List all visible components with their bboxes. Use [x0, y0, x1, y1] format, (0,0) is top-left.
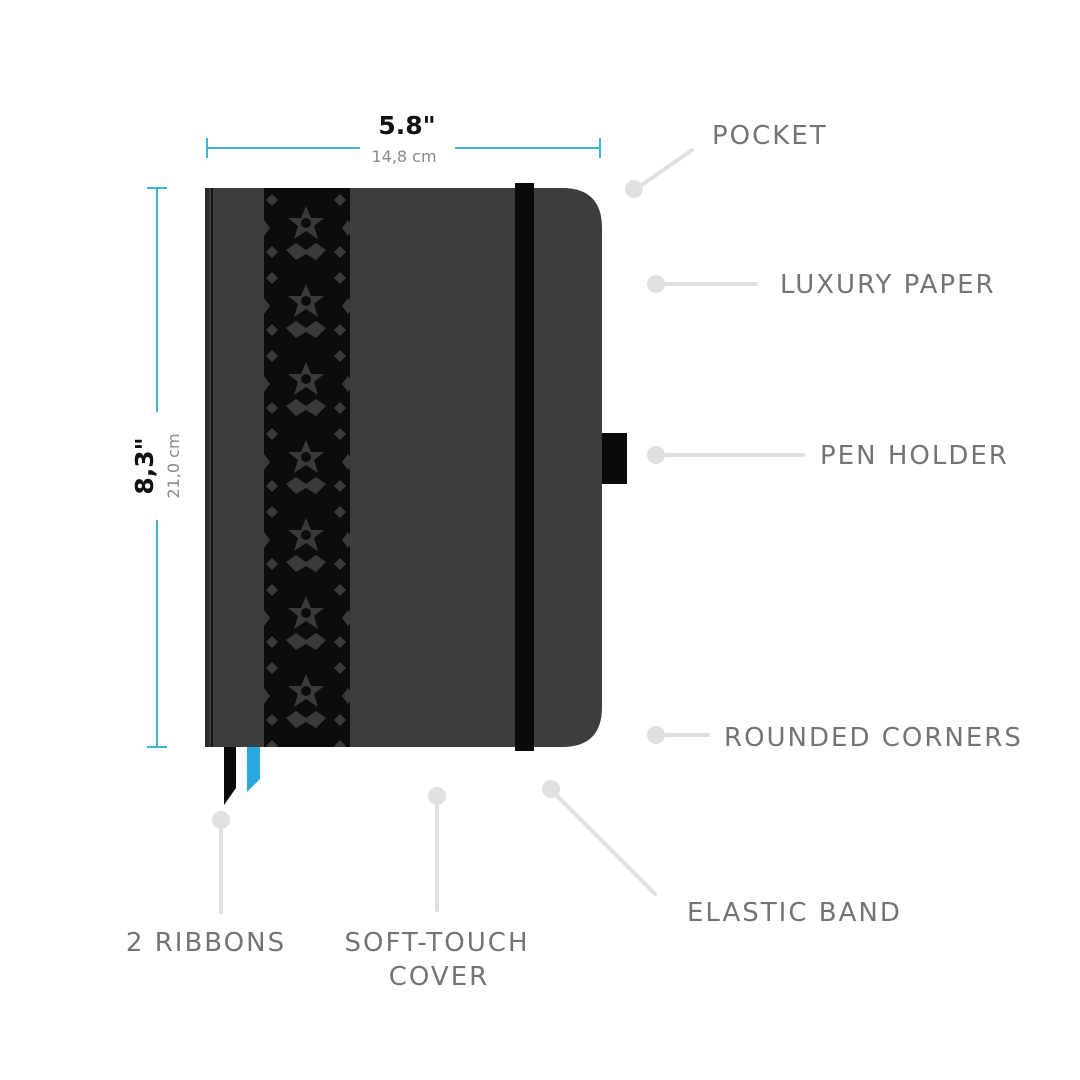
width-inches: 5.8"	[378, 111, 435, 140]
soft-touch-label-line2: COVER	[389, 962, 489, 992]
height-dimension: 8,3" 21,0 cm	[130, 187, 183, 748]
pocket-label: POCKET	[712, 121, 828, 151]
ribbons-label: 2 RIBBONS	[126, 928, 286, 958]
pocket-leader	[634, 148, 694, 191]
elastic-band-callout: ELASTIC BAND	[542, 780, 902, 928]
soft-touch-dot	[428, 787, 446, 805]
luxury-paper-callout: LUXURY PAPER	[647, 270, 996, 300]
height-centimeters: 21,0 cm	[164, 433, 183, 498]
pen-holder-label: PEN HOLDER	[820, 441, 1009, 471]
width-centimeters: 14,8 cm	[371, 147, 436, 166]
ribbon-white	[238, 746, 246, 792]
geometric-pattern-strip	[264, 188, 350, 747]
elastic-band-dot	[542, 780, 560, 798]
ribbons	[224, 746, 260, 805]
ribbon-black	[224, 746, 236, 805]
pen-holder-dot	[647, 446, 665, 464]
rounded-corners-label: ROUNDED CORNERS	[724, 723, 1023, 753]
cover-spine-edge	[205, 188, 209, 747]
soft-touch-callout: SOFT-TOUCH COVER	[344, 787, 529, 992]
elastic-band-strap	[515, 183, 534, 751]
pen-holder-loop	[599, 433, 627, 484]
height-inches: 8,3"	[130, 437, 159, 494]
width-dimension: 5.8" 14,8 cm	[206, 111, 601, 166]
notebook	[205, 183, 627, 751]
pen-holder-callout: PEN HOLDER	[647, 441, 1009, 471]
pocket-dot	[625, 180, 643, 198]
rounded-corners-callout: ROUNDED CORNERS	[647, 723, 1023, 753]
luxury-paper-label: LUXURY PAPER	[780, 270, 996, 300]
soft-touch-label-line1: SOFT-TOUCH	[344, 928, 529, 958]
pocket-callout: POCKET	[625, 121, 828, 198]
elastic-band-leader	[549, 788, 657, 896]
cover-spine-line	[211, 188, 213, 747]
rounded-corners-dot	[647, 726, 665, 744]
ribbon-blue	[247, 746, 260, 792]
luxury-paper-dot	[647, 275, 665, 293]
ribbons-callout: 2 RIBBONS	[126, 811, 286, 958]
ribbons-dot	[212, 811, 230, 829]
elastic-band-label: ELASTIC BAND	[687, 898, 902, 928]
